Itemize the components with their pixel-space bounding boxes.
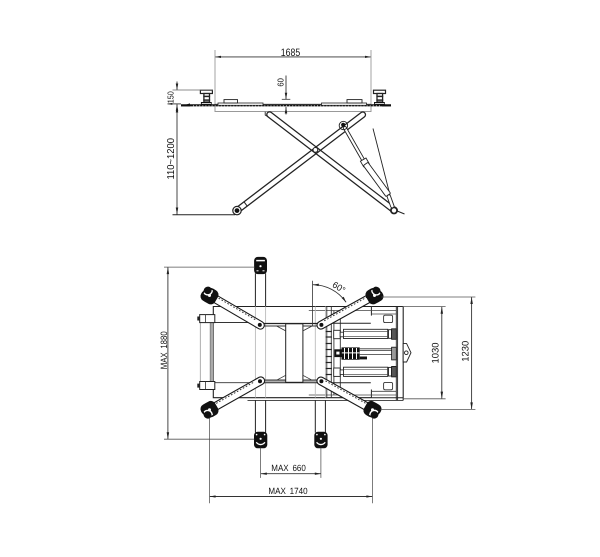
svg-text:1685: 1685: [281, 47, 300, 59]
svg-text:1030: 1030: [431, 343, 442, 364]
svg-text:60: 60: [276, 78, 286, 87]
svg-text:1230: 1230: [460, 341, 471, 362]
svg-text:MAX 1880: MAX 1880: [159, 331, 169, 369]
svg-text:MAX 1740: MAX 1740: [268, 486, 307, 496]
svg-text:150: 150: [165, 91, 175, 103]
svg-text:MAX 660: MAX 660: [271, 463, 306, 473]
svg-text:110~1200: 110~1200: [166, 138, 177, 180]
